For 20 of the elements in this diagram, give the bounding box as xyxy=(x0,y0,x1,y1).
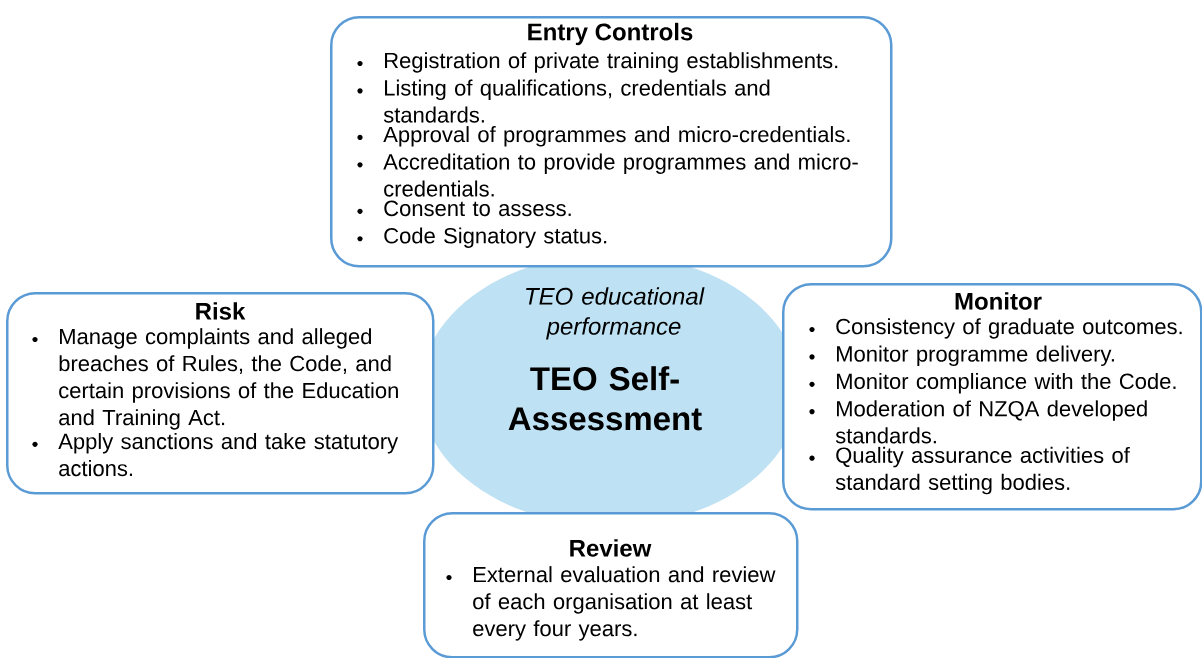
bullet-item: Moderation of NZQA developed standards. xyxy=(835,400,1147,444)
bullet-item: Consistency of graduate outcomes. xyxy=(836,318,1182,339)
bullet-item: Apply sanctions and take statutory actions. xyxy=(58,433,399,477)
box-heading: Monitor xyxy=(955,292,1042,310)
bullet-item: Approval of programmes and micro-credentials. xyxy=(383,126,850,147)
box-heading: Review xyxy=(570,539,652,557)
italic-caption: TEO educational performance xyxy=(526,287,705,340)
bullet-item: Monitor compliance with the Code. xyxy=(837,372,1176,394)
bullet-item: Registration of private training establishments. xyxy=(385,52,838,73)
box-heading: Entry Controls xyxy=(528,22,693,46)
bullet-item: Monitor programme delivery. xyxy=(837,345,1114,367)
bullet-item: External evaluation and review of each organisation at least every four years. xyxy=(473,566,776,641)
box-heading: Risk xyxy=(196,302,246,320)
bullet-item: Code Signatory status. xyxy=(384,227,607,248)
bullet-item: Quality assurance activities of standard setting bodies. xyxy=(835,446,1130,495)
bullet-item: Accreditation to provide programmes and micro-credentials. xyxy=(383,153,858,197)
bullet-item: Consent to assess. xyxy=(384,200,571,217)
bullet-item: Listing of qualifications, credentials and standards. xyxy=(383,79,770,123)
center-title: TEO Self-Assessment xyxy=(508,366,702,431)
bullet-item: Manage complaints and alleged breaches of Rules, the Code, and certain provisions of the Education and Training Act. xyxy=(59,328,398,430)
